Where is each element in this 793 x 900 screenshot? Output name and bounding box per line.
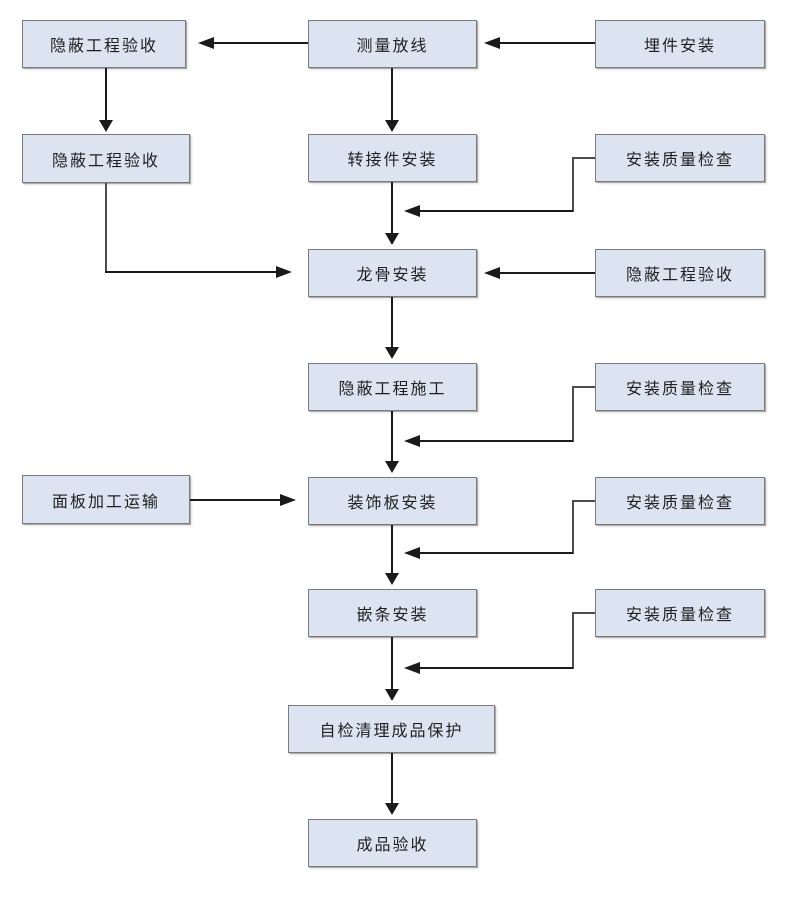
node-panel-transport: 面板加工运输 <box>22 475 190 524</box>
node-hidden-acceptance-2: 隐蔽工程验收 <box>22 134 190 183</box>
edge-adapter-to-keel-line <box>391 182 393 234</box>
edge-adapter-to-keel-arrowhead <box>385 233 399 245</box>
edge-qc3-connector-vertical <box>572 500 574 554</box>
edge-selfcheck-to-final-line <box>391 753 393 804</box>
edge-construction-to-decor-line <box>391 411 393 462</box>
edge-transport-to-decor-arrowhead <box>280 494 296 506</box>
node-embed-install: 埋件安装 <box>595 20 765 68</box>
edge-construction-to-decor-arrowhead <box>385 461 399 473</box>
edge-qc1-connector-vertical <box>572 157 574 212</box>
edge-embed-to-survey-line <box>500 42 595 44</box>
edge-qc4-arrow-line <box>420 667 573 669</box>
edge-qc2-arrowhead <box>404 435 420 447</box>
edge-qc4-arrowhead <box>404 662 420 674</box>
edge-qc3-connector-horizontal <box>572 500 595 502</box>
edge-qc2-connector-vertical <box>572 386 574 442</box>
node-hidden-acceptance-1: 隐蔽工程验收 <box>22 20 186 68</box>
node-quality-check-4: 安装质量检查 <box>595 589 765 637</box>
edge-qc4-connector-horizontal <box>572 612 595 614</box>
edge-decor-to-trim-arrowhead <box>385 573 399 585</box>
node-final-acceptance: 成品验收 <box>308 819 477 867</box>
edge-selfcheck-to-final-arrowhead <box>385 803 399 815</box>
edge-qc2-connector-horizontal <box>572 386 595 388</box>
edge-qc3-arrowhead <box>404 547 420 559</box>
node-hidden-construction: 隐蔽工程施工 <box>308 363 477 411</box>
edge-qc2-arrow-line <box>420 440 573 442</box>
node-self-check-protect: 自检清理成品保护 <box>288 705 495 753</box>
edge-hidden3-to-keel-line <box>500 272 595 274</box>
node-quality-check-3: 安装质量检查 <box>595 477 765 525</box>
edge-qc3-arrow-line <box>420 552 573 554</box>
edge-hidden2-to-keel-line <box>105 271 276 273</box>
node-quality-check-1: 安装质量检查 <box>595 134 765 182</box>
edge-qc4-connector-vertical <box>572 612 574 669</box>
edge-survey-to-adapter-line <box>391 68 393 121</box>
edge-hidden2-to-keel-vertical <box>105 183 107 273</box>
node-trim-install: 嵌条安装 <box>308 589 477 637</box>
node-keel-install: 龙骨安装 <box>308 249 477 297</box>
edge-hidden3-to-keel-arrowhead <box>484 267 500 279</box>
node-decor-panel-install: 装饰板安装 <box>308 477 477 525</box>
edge-transport-to-decor-line <box>190 499 280 501</box>
edge-hidden1-to-hidden2-arrowhead <box>99 120 113 132</box>
edge-embed-to-survey-arrowhead <box>484 37 500 49</box>
edge-survey-to-adapter-arrowhead <box>385 120 399 132</box>
edge-qc1-arrow-line <box>420 210 573 212</box>
edge-qc1-connector-horizontal <box>572 157 595 159</box>
edge-survey-to-hidden1-arrowhead <box>198 37 214 49</box>
edge-survey-to-hidden1-line <box>214 42 308 44</box>
edge-trim-to-selfcheck-line <box>391 637 393 690</box>
node-adapter-install: 转接件安装 <box>308 134 477 182</box>
edge-qc1-arrowhead <box>404 205 420 217</box>
edge-decor-to-trim-line <box>391 525 393 574</box>
node-hidden-acceptance-3: 隐蔽工程验收 <box>595 249 765 297</box>
node-survey-layout: 测量放线 <box>308 20 477 68</box>
node-quality-check-2: 安装质量检查 <box>595 363 765 411</box>
edge-keel-to-construction-line <box>391 297 393 348</box>
edge-hidden1-to-hidden2-line <box>105 68 107 121</box>
edge-trim-to-selfcheck-arrowhead <box>385 689 399 701</box>
edge-hidden2-to-keel-arrowhead <box>276 266 292 278</box>
edge-keel-to-construction-arrowhead <box>385 347 399 359</box>
